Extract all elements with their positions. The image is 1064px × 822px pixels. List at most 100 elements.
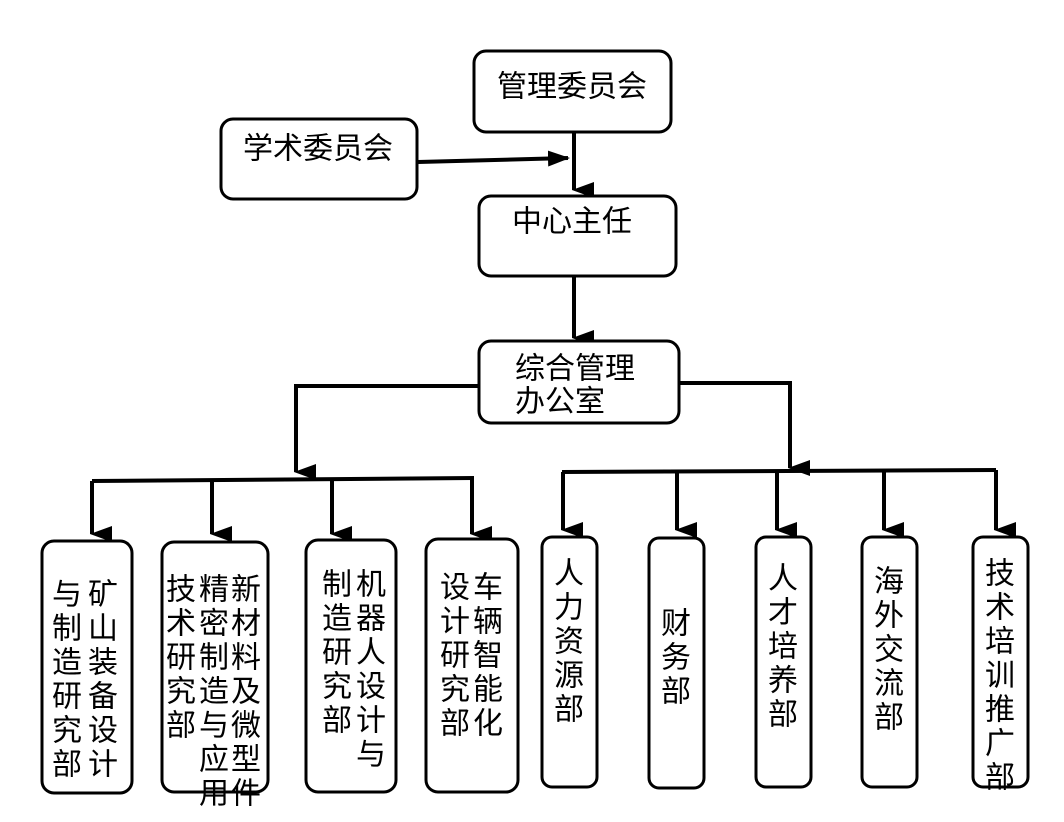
- node-dept-overseas: [860, 535, 919, 789]
- node-dept-vehicle-char: 能: [473, 673, 503, 708]
- node-academic-committee: 学术委员会: [219, 117, 419, 201]
- node-dept-finance: [647, 536, 706, 790]
- node-dept-vehicle-char: 辆: [473, 605, 503, 640]
- node-dept-hr-char: 源: [554, 659, 584, 694]
- node-dept-hr-char: 人: [554, 557, 584, 592]
- node-dept-vehicle-char: 究: [440, 673, 470, 708]
- node-dept-training-char: 术: [985, 591, 1015, 626]
- node-dept-training-char: 广: [985, 727, 1015, 762]
- node-dept-vehicle-char: 部: [440, 707, 470, 742]
- node-general-office-line-2: 办公室: [515, 385, 605, 420]
- node-dept-materials-char: 部: [166, 709, 196, 744]
- node-dept-overseas-char: 部: [874, 701, 904, 736]
- node-dept-mining-char: 部: [52, 748, 82, 783]
- node-dept-training-char: 培: [985, 625, 1015, 660]
- node-dept-materials-char: 术: [166, 607, 196, 642]
- node-general-office-line-1: 综合管理: [515, 352, 635, 387]
- node-dept-materials-char: 及: [231, 675, 261, 710]
- node-dept-vehicle-char: 智: [473, 639, 503, 674]
- node-dept-overseas-char: 外: [874, 599, 904, 634]
- node-dept-robot: [304, 538, 398, 794]
- node-dept-hr-char: 部: [554, 693, 584, 728]
- node-dept-mining-char: 设: [88, 714, 118, 749]
- node-general-office: 综合管理 办公室: [477, 339, 681, 425]
- node-dept-materials-char: 研: [166, 641, 196, 676]
- node-dept-robot-char: 造: [322, 602, 352, 637]
- node-dept-robot-char: 人: [356, 636, 386, 671]
- node-dept-materials-char: 用: [199, 777, 229, 812]
- connectors: [90, 133, 1016, 542]
- node-dept-robot-char: 器: [356, 602, 386, 637]
- node-management-committee: 管理委员会: [472, 49, 673, 134]
- node-dept-materials-char: 料: [231, 641, 261, 676]
- node-dept-robot-char: 部: [322, 704, 352, 739]
- node-dept-materials-char: 制: [199, 641, 229, 676]
- node-dept-robot-char: 设: [356, 670, 386, 705]
- node-management-committee-label: 管理委员会: [497, 70, 647, 105]
- node-dept-materials-char: 应: [199, 743, 229, 778]
- node-dept-training-char: 训: [985, 659, 1015, 694]
- node-dept-mining-char: 究: [52, 714, 82, 749]
- node-dept-finance-char: 务: [661, 641, 691, 676]
- node-dept-mining-char: 研: [52, 680, 82, 715]
- node-dept-overseas-char: 交: [874, 633, 904, 668]
- node-dept-hr-char: 资: [554, 625, 584, 660]
- node-dept-materials-char: 型: [231, 743, 261, 778]
- node-dept-finance-char: 财: [661, 607, 691, 642]
- edge-academic-to-main: [417, 150, 570, 167]
- node-dept-overseas-char: 流: [874, 667, 904, 702]
- node-dept-robot-char: 制: [322, 568, 352, 603]
- node-dept-materials: [160, 540, 270, 794]
- node-dept-mining: [40, 539, 134, 795]
- node-dept-robot-char: 与: [356, 738, 386, 773]
- edge-office-left-branch: [294, 384, 478, 480]
- department-labels: 矿山装备设计与制造研究部新材料及微型件精密制造与应用技术研究部机器人设计与制造研…: [52, 557, 1015, 812]
- left-bus: [91, 476, 475, 483]
- node-dept-training: [971, 535, 1030, 789]
- node-dept-materials-char: 造: [199, 675, 229, 710]
- node-dept-talent-char: 部: [768, 698, 798, 733]
- node-dept-talent-char: 培: [768, 630, 798, 665]
- node-dept-training-char: 部: [985, 761, 1015, 796]
- node-dept-talent: [754, 535, 813, 789]
- node-dept-vehicle: [424, 537, 520, 794]
- node-dept-training-char: 推: [985, 693, 1015, 728]
- node-dept-training-char: 技: [985, 557, 1015, 592]
- node-dept-talent-char: 才: [768, 596, 798, 631]
- node-dept-overseas-char: 海: [874, 565, 904, 600]
- node-center-director-label: 中心主任: [512, 205, 632, 240]
- node-dept-materials-char: 新: [231, 573, 261, 608]
- node-dept-robot-char: 计: [356, 704, 386, 739]
- node-dept-hr: [540, 535, 599, 789]
- node-dept-talent-char: 人: [768, 562, 798, 597]
- node-dept-talent-char: 养: [768, 664, 798, 699]
- node-dept-mining-char: 山: [88, 612, 118, 647]
- node-dept-materials-char: 材: [231, 607, 261, 642]
- node-dept-vehicle-char: 设: [440, 571, 470, 606]
- node-dept-mining-char: 制: [52, 612, 82, 647]
- node-dept-mining-char: 矿: [88, 578, 118, 613]
- node-dept-materials-char: 技: [166, 573, 196, 608]
- node-academic-committee-label: 学术委员会: [243, 132, 393, 167]
- node-dept-mining-char: 造: [52, 646, 82, 681]
- node-dept-materials-char: 密: [199, 607, 229, 642]
- node-dept-robot-char: 研: [322, 636, 352, 671]
- node-dept-mining-char: 计: [88, 748, 118, 783]
- department-boxes: [40, 535, 1030, 795]
- node-dept-materials-char: 究: [166, 675, 196, 710]
- node-dept-mining-char: 与: [52, 578, 82, 613]
- node-dept-mining-char: 装: [88, 646, 118, 681]
- node-dept-materials-char: 与: [199, 709, 229, 744]
